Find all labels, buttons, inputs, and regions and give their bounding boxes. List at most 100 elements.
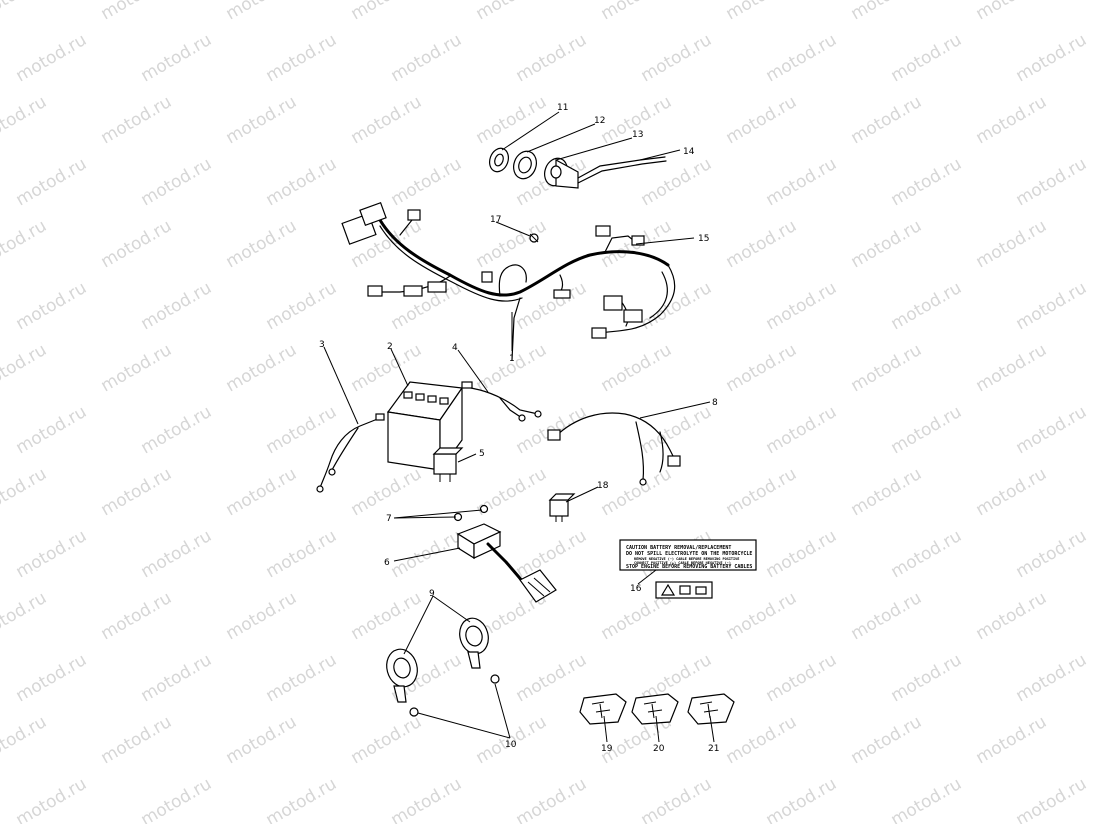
watermark-text: motod.ru — [13, 402, 91, 458]
label-line-5: STOP ENGINE BEFORE REMOVING BATTERY CABL… — [626, 564, 752, 570]
book-icon — [679, 585, 691, 595]
watermark-text: motod.ru — [138, 154, 216, 210]
watermark-text: motod.ru — [13, 278, 91, 334]
watermark-text: motod.ru — [973, 92, 1051, 148]
watermark-text: motod.ru — [263, 774, 341, 824]
watermark-text: motod.ru — [0, 92, 50, 148]
part-3-battery-lead — [316, 413, 385, 493]
watermark-text: motod.ru — [13, 154, 91, 210]
watermark-text: motod.ru — [763, 650, 841, 706]
watermark-text: motod.ru — [348, 92, 426, 148]
label-line-3: REMOVE NEGATIVE (-) CABLE BEFORE REMOVIN… — [634, 557, 739, 561]
watermark-text: motod.ru — [598, 464, 676, 520]
watermark-text: motod.ru — [888, 402, 966, 458]
watermark-text: motod.ru — [473, 216, 551, 272]
warning-triangle-icon — [660, 583, 676, 596]
watermark-text: motod.ru — [763, 30, 841, 86]
callout-15: 15 — [698, 234, 709, 244]
watermark-text: motod.ru — [0, 588, 50, 644]
leader-lines — [323, 111, 715, 743]
part-13-socket — [544, 157, 579, 189]
watermark-text: motod.ru — [473, 340, 551, 396]
part-11-grommet — [488, 147, 510, 173]
watermark-text: motod.ru — [98, 464, 176, 520]
callout-11: 11 — [557, 103, 568, 113]
watermark-text: motod.ru — [638, 30, 716, 86]
watermark-text: motod.ru — [888, 154, 966, 210]
watermark-text: motod.ru — [0, 464, 50, 520]
watermark-text: motod.ru — [888, 278, 966, 334]
watermark-text: motod.ru — [763, 278, 841, 334]
watermark-text: motod.ru — [98, 588, 176, 644]
callout-8: 8 — [712, 398, 718, 408]
watermark-text: motod.ru — [98, 216, 176, 272]
part-20-fuse — [631, 693, 679, 725]
watermark-text: motod.ru — [223, 216, 301, 272]
watermark-text: motod.ru — [1013, 650, 1091, 706]
watermark-text: motod.ru — [598, 340, 676, 396]
callout-19: 19 — [601, 744, 613, 754]
callout-numbers: 11 12 13 14 17 15 1 3 2 4 5 8 18 7 6 16 … — [319, 103, 719, 754]
watermark-text: motod.ru — [13, 774, 91, 824]
watermark-text: motod.ru — [223, 464, 301, 520]
callout-4: 4 — [452, 343, 458, 353]
watermark-text: motod.ru — [348, 0, 426, 24]
watermark-text: motod.ru — [473, 92, 551, 148]
watermark-text: motod.ru — [638, 774, 716, 824]
callout-13: 13 — [632, 130, 643, 140]
watermark-text: motod.ru — [888, 774, 966, 824]
watermark-text: motod.ru — [263, 30, 341, 86]
watermark-text: motod.ru — [223, 588, 301, 644]
watermark-text: motod.ru — [263, 526, 341, 582]
watermark-text: motod.ru — [138, 30, 216, 86]
watermark-text: motod.ru — [138, 774, 216, 824]
watermark-text: motod.ru — [263, 278, 341, 334]
callout-1: 1 — [509, 354, 515, 364]
watermark-text: motod.ru — [723, 0, 801, 24]
watermark-text: motod.ru — [513, 526, 591, 582]
callout-16: 16 — [630, 584, 642, 594]
watermark-text: motod.ru — [263, 154, 341, 210]
callout-20: 20 — [653, 744, 665, 754]
watermark-text: motod.ru — [763, 402, 841, 458]
watermark-text: motod.ru — [388, 154, 466, 210]
watermark-text: motod.ru — [223, 92, 301, 148]
watermark-text: motod.ru — [973, 712, 1051, 768]
label-line-2: DO NOT SPILL ELECTROLYTE ON THE MOTORCYC… — [626, 551, 752, 557]
watermark-text: motod.ru — [0, 712, 50, 768]
watermark-text: motod.ru — [13, 30, 91, 86]
watermark-text: motod.ru — [723, 340, 801, 396]
watermark-text: motod.ru — [0, 0, 50, 24]
watermark-text: motod.ru — [0, 216, 50, 272]
part-1-main-harness — [341, 201, 676, 361]
part-5-relay — [432, 447, 464, 482]
watermark-text: motod.ru — [723, 92, 801, 148]
watermark-text: motod.ru — [98, 92, 176, 148]
part-14-cable — [577, 156, 666, 179]
watermark-text: motod.ru — [348, 712, 426, 768]
watermark-text: motod.ru — [1013, 154, 1091, 210]
watermark-text: motod.ru — [138, 526, 216, 582]
watermark-text: motod.ru — [263, 402, 341, 458]
part-17-bolt — [529, 233, 539, 243]
watermark-text: motod.ru — [973, 0, 1051, 24]
watermark-text: motod.ru — [98, 0, 176, 24]
battery-icon — [695, 586, 707, 595]
watermark-text: motod.ru — [848, 712, 926, 768]
watermark-text: motod.ru — [223, 712, 301, 768]
watermark-text: motod.ru — [973, 464, 1051, 520]
watermark-text: motod.ru — [848, 588, 926, 644]
watermark-text: motod.ru — [598, 0, 676, 24]
watermark-text: motod.ru — [763, 154, 841, 210]
watermark-text: motod.ru — [263, 650, 341, 706]
watermark-text: motod.ru — [888, 650, 966, 706]
watermark-text: motod.ru — [388, 30, 466, 86]
watermark-text: motod.ru — [223, 340, 301, 396]
part-6-connector-block — [456, 523, 557, 603]
watermark-text: motod.ru — [0, 340, 50, 396]
watermark-text: motod.ru — [513, 774, 591, 824]
watermark-text: motod.ru — [848, 0, 926, 24]
watermark-text: motod.ru — [848, 92, 926, 148]
watermark-text: motod.ru — [973, 340, 1051, 396]
callout-17: 17 — [490, 215, 501, 225]
